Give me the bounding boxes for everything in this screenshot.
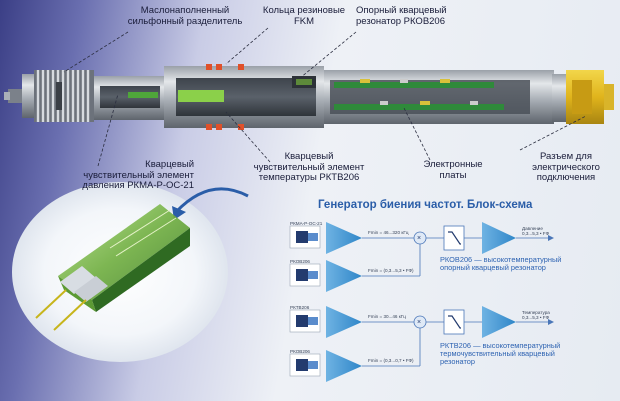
label-ref-resonator: Опорный кварцевый резонатор РКОВ206 — [356, 5, 447, 27]
connector — [552, 70, 614, 124]
row1-freq-label: Fmin = 46...320 кГц — [368, 230, 409, 235]
label-temp-element: Кварцевый чувствительный элемент темпера… — [253, 151, 365, 183]
row1-output-label: Давление 0,3...5,3 • FФ — [522, 226, 550, 236]
block-diagram — [289, 222, 554, 382]
row2-freq-label: Fmin = (0,3...5,3 • FФ) — [368, 268, 414, 273]
row1-source-label: РКМА-Р-ОС-21 — [290, 221, 323, 226]
crystal-element — [35, 204, 190, 331]
row3-source-label: РКТВ206 — [290, 305, 310, 310]
amplifier-out-1 — [482, 222, 516, 254]
label-bellows: Маслонаполненный сильфонный разделитель — [127, 5, 243, 27]
bellows — [34, 70, 94, 122]
mixer-symbol-1: × — [417, 235, 422, 242]
ref-resonator-description: РКОВ206 — высокотемпературный опорный кв… — [440, 255, 562, 273]
row3-output-label: Температура 0,3...5,3 • FФ — [522, 310, 550, 320]
electronic-boards — [334, 79, 504, 110]
label-boards: Электронные платы — [423, 159, 483, 181]
amplifier-out-2 — [482, 306, 516, 338]
mixer-symbol-2: × — [417, 319, 422, 326]
row4-freq-label: Fmin = (0,3...0,7 • FФ) — [368, 358, 414, 363]
amplifier-4 — [326, 350, 362, 382]
amplifier-1 — [326, 222, 362, 254]
rubber-rings — [206, 64, 244, 130]
block-diagram-title: Генератор биения частот. Блок-схема — [318, 199, 533, 211]
row3-freq-label: Fmin = 30...46 кГц — [368, 314, 406, 319]
row4-source-label: РКОВ206 — [290, 349, 310, 354]
filter-2 — [443, 309, 465, 335]
sensor-assembly — [4, 64, 614, 130]
label-connector: Разъем для электрического подключения — [532, 151, 600, 183]
amplifier-3 — [326, 306, 362, 338]
curved-arrow — [174, 187, 249, 214]
label-rubber-rings: Кольца резиновые FKM — [262, 5, 346, 27]
amplifier-2 — [326, 260, 362, 292]
temp-resonator-description: РКТВ206 — высокотемпературный термочувст… — [440, 341, 561, 367]
leader-lines — [63, 27, 587, 167]
row2-source-label: РКОВ206 — [290, 259, 310, 264]
label-pressure-element: Кварцевый чувствительный элемент давлени… — [82, 159, 194, 191]
filter-1 — [443, 225, 465, 251]
